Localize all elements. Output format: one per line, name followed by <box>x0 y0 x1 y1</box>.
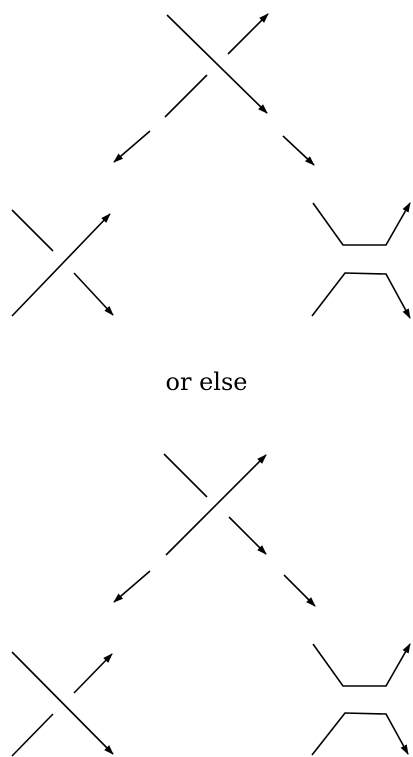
dashed-arrow-left <box>113 570 151 603</box>
resolution-arrow-left-bottom <box>113 570 151 603</box>
under-strand-upper <box>227 13 269 55</box>
under-strand-lower <box>164 74 208 118</box>
under-strand-upper <box>11 209 54 252</box>
over-strand <box>165 454 267 556</box>
separator-text: or else <box>165 368 248 396</box>
over-strand <box>11 213 111 317</box>
over-strand <box>11 651 114 755</box>
smoothing-arc-lower <box>311 272 411 319</box>
resolution-arrow-left <box>113 130 151 163</box>
under-strand-lower <box>11 713 54 757</box>
under-strand-lower <box>73 272 114 316</box>
smoothing-arc-upper <box>312 643 411 687</box>
resolution-arrow-right-bottom <box>283 574 316 607</box>
dashed-arrow-left <box>113 130 151 163</box>
over-strand <box>166 14 268 114</box>
crossing-bottom-first <box>163 453 267 556</box>
under-strand-upper <box>163 453 208 498</box>
result-crossing-left-bottom <box>11 651 114 757</box>
result-smoothing-right-bottom <box>311 643 411 756</box>
resolution-arrow-right <box>282 135 315 166</box>
dashed-arrow-right <box>283 574 316 607</box>
smoothing-arc-lower <box>311 712 409 756</box>
crossing-top-first <box>164 13 269 118</box>
smoothing-arc-upper <box>312 202 411 246</box>
result-smoothing-right <box>311 202 411 319</box>
under-strand-lower <box>228 516 267 555</box>
under-strand-upper <box>73 653 113 694</box>
result-crossing-left <box>11 209 114 317</box>
dashed-arrow-right <box>282 135 315 166</box>
